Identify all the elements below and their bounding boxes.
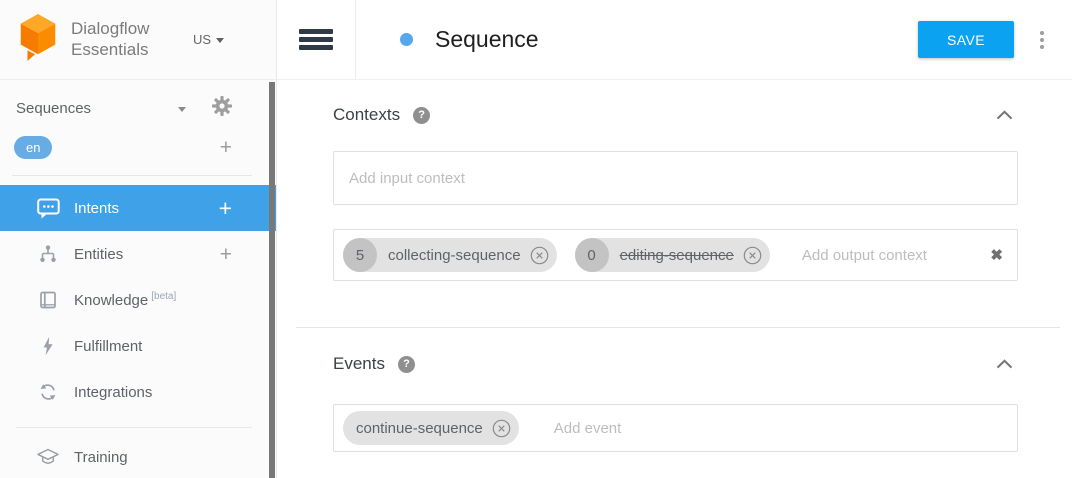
page-title: Sequence: [435, 26, 539, 52]
sync-icon: [36, 382, 60, 402]
chevron-down-icon: [216, 38, 224, 43]
sidebar-nav: Intents + Entities +: [0, 185, 276, 415]
context-lifespan: 5: [343, 238, 377, 272]
agent-selector[interactable]: Sequences: [0, 88, 276, 128]
sidebar-item-entities[interactable]: Entities +: [0, 231, 276, 277]
context-lifespan: 0: [574, 238, 609, 272]
dialogflow-logo-icon: [15, 12, 61, 67]
settings-gear-icon[interactable]: [212, 95, 232, 121]
add-language-button[interactable]: +: [219, 135, 232, 159]
intent-header: Sequence SAVE: [277, 0, 1072, 80]
language-badge[interactable]: en: [14, 135, 53, 159]
section-divider: [296, 327, 1060, 328]
sidebar-item-training[interactable]: Training: [0, 434, 276, 478]
sidebar-item-fulfillment[interactable]: Fulfillment: [0, 323, 276, 369]
contexts-section-header: Contexts ?: [333, 105, 1018, 125]
graduation-cap-icon: [36, 447, 60, 467]
clear-output-contexts-button[interactable]: ✖: [990, 247, 1003, 264]
divider: [355, 0, 356, 80]
more-options-icon[interactable]: [1040, 30, 1044, 49]
chevron-up-icon[interactable]: [996, 110, 1013, 120]
chevron-down-icon: [178, 106, 186, 112]
chevron-up-icon[interactable]: [996, 359, 1013, 369]
help-icon[interactable]: ?: [397, 355, 415, 373]
add-entity-button[interactable]: +: [219, 242, 232, 266]
intent-status-dot: [400, 33, 413, 46]
events-field[interactable]: continue-sequence Add event: [333, 404, 1018, 452]
region-selector[interactable]: US: [193, 32, 224, 47]
divider: [16, 427, 252, 428]
contexts-heading: Contexts: [333, 105, 401, 124]
sidebar-item-intents[interactable]: Intents +: [0, 185, 276, 231]
output-context-chip[interactable]: 5 collecting-sequence: [343, 238, 557, 272]
output-context-chip[interactable]: 0 editing-sequence: [574, 238, 770, 272]
hamburger-menu-icon[interactable]: [277, 26, 355, 53]
remove-chip-icon[interactable]: [492, 419, 511, 438]
hierarchy-icon: [36, 244, 60, 264]
input-context-field[interactable]: Add input context: [333, 151, 1018, 205]
sidebar-item-integrations[interactable]: Integrations: [0, 369, 276, 415]
remove-chip-icon[interactable]: [530, 246, 549, 265]
remove-chip-icon[interactable]: [743, 246, 762, 265]
events-heading: Events: [333, 354, 385, 373]
save-button[interactable]: SAVE: [918, 21, 1014, 58]
intent-form: Contexts ? Add input context 5 collectin…: [277, 80, 1072, 452]
event-placeholder: Add event: [553, 419, 622, 437]
divider: [12, 175, 252, 176]
book-icon: [36, 290, 60, 310]
sidebar: Dialogflow Essentials US Sequences: [0, 0, 277, 478]
brand-name: Dialogflow Essentials: [71, 18, 150, 59]
beta-badge: [beta]: [151, 291, 177, 302]
language-row: en +: [0, 128, 276, 166]
help-icon[interactable]: ?: [413, 106, 431, 124]
events-section-header: Events ?: [333, 354, 1018, 374]
event-chip[interactable]: continue-sequence: [343, 411, 519, 445]
brand-header: Dialogflow Essentials US: [0, 0, 276, 80]
lightning-bolt-icon: [36, 336, 60, 356]
add-intent-button[interactable]: +: [218, 194, 232, 221]
output-context-placeholder: Add output context: [801, 246, 927, 264]
sidebar-item-knowledge[interactable]: Knowledge[beta]: [0, 277, 276, 323]
main-area: Sequence SAVE Contexts ? Add input conte…: [277, 0, 1072, 478]
sidebar-scrollbar[interactable]: [269, 82, 275, 478]
speech-bubble-icon: [36, 198, 60, 219]
output-context-field[interactable]: 5 collecting-sequence 0 editing-sequence: [333, 229, 1018, 281]
input-context-placeholder: Add input context: [349, 169, 465, 187]
